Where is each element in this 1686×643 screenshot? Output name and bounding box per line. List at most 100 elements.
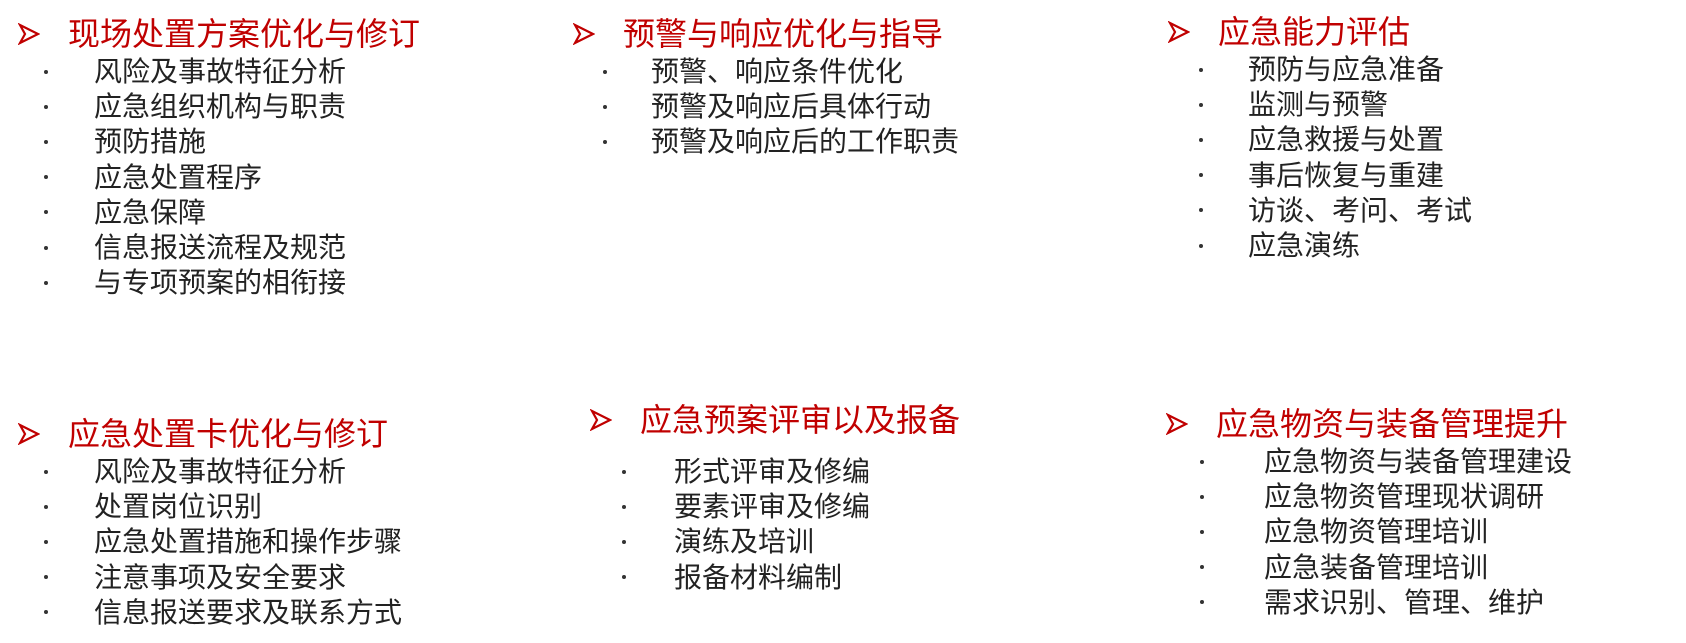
- section-title: 应急处置卡优化与修订: [68, 415, 389, 453]
- list-item-text: 应急演练: [1248, 228, 1361, 262]
- list-item-text: 预警及响应后具体行动: [651, 90, 932, 124]
- list-item: 风险及事故特征分析: [44, 54, 420, 89]
- section-title: 应急能力评估: [1218, 13, 1411, 51]
- section-capability-assessment: 应急能力评估预防与应急准备监测与预警应急救援与处置事后恢复与重建访谈、考问、考试…: [1168, 12, 1472, 263]
- list-item-text: 事后恢复与重建: [1248, 158, 1445, 192]
- bullet-dot-icon: [44, 139, 48, 144]
- bullet-dot-icon: [1200, 600, 1204, 605]
- bullet-dot-icon: [622, 539, 626, 544]
- list-item-text: 信息报送要求及联系方式: [94, 595, 403, 629]
- section-heading: 预警与响应优化与指导: [573, 14, 943, 54]
- list-item: 应急救援与处置: [1199, 122, 1444, 157]
- list-item: 报备材料编制: [622, 560, 960, 595]
- list-item-text: 报备材料编制: [674, 560, 843, 594]
- bullet-list: 风险及事故特征分析应急组织机构与职责预防措施应急处置程序应急保障信息报送流程及规…: [44, 54, 420, 300]
- list-item: 信息报送流程及规范: [44, 230, 420, 265]
- list-item-text: 应急处置措施和操作步骤: [94, 525, 403, 559]
- arrowhead-right-icon: [1166, 413, 1188, 435]
- arrowhead-right-icon: [1168, 21, 1190, 43]
- list-item-text: 注意事项及安全要求: [94, 560, 347, 594]
- section-heading: 应急能力评估: [1168, 12, 1410, 52]
- list-item-text: 应急装备管理培训: [1264, 550, 1489, 584]
- list-item-text: 应急组织机构与职责: [94, 90, 347, 124]
- list-item: 应急保障: [44, 195, 420, 230]
- bullet-dot-icon: [44, 245, 48, 250]
- arrowhead-right-icon: [573, 23, 595, 45]
- bullet-dot-icon: [1199, 208, 1203, 213]
- list-item: 应急物资与装备管理建设: [1200, 444, 1572, 479]
- section-heading: 应急物资与装备管理提升: [1166, 404, 1568, 444]
- list-item: 应急演练: [1199, 228, 1410, 263]
- list-item: 预防措施: [44, 124, 420, 159]
- list-item: 应急装备管理培训: [1200, 550, 1568, 585]
- bullet-dot-icon: [1199, 173, 1203, 178]
- list-item: 预防与应急准备: [1199, 52, 1444, 87]
- list-item: 应急物资管理现状调研: [1200, 479, 1568, 514]
- list-item: 信息报送要求及联系方式: [44, 595, 402, 630]
- list-item-text: 应急保障: [94, 195, 207, 229]
- list-item-text: 预防措施: [94, 125, 207, 159]
- section-disposal-card: 应急处置卡优化与修订风险及事故特征分析处置岗位识别应急处置措施和操作步骤注意事项…: [18, 414, 402, 630]
- bullet-dot-icon: [44, 104, 48, 109]
- section-title: 预警与响应优化与指导: [623, 15, 944, 53]
- arrowhead-right-icon: [590, 409, 612, 431]
- section-heading: 现场处置方案优化与修订: [18, 14, 420, 54]
- list-item-text: 监测与预警: [1248, 88, 1389, 122]
- section-onsite-plan: 现场处置方案优化与修订风险及事故特征分析应急组织机构与职责预防措施应急处置程序应…: [18, 14, 420, 300]
- arrowhead-right-icon: [18, 23, 40, 45]
- list-item-text: 风险及事故特征分析: [94, 455, 347, 488]
- bullet-dot-icon: [1199, 67, 1203, 72]
- list-item: 预警及响应后的工作职责: [603, 124, 959, 159]
- bullet-dot-icon: [603, 139, 607, 144]
- bullet-dot-icon: [44, 469, 48, 474]
- list-item: 需求识别、管理、维护: [1200, 585, 1568, 620]
- bullet-dot-icon: [44, 69, 48, 74]
- bullet-dot-icon: [44, 575, 48, 580]
- bullet-list: 应急物资与装备管理建设应急物资管理现状调研应急物资管理培训应急装备管理培训需求识…: [1200, 444, 1572, 620]
- bullet-dot-icon: [1199, 243, 1203, 248]
- list-item: 风险及事故特征分析: [44, 454, 388, 489]
- list-item: 预警及响应后具体行动: [603, 89, 943, 124]
- list-item: 演练及培训: [622, 524, 960, 559]
- list-item-text: 风险及事故特征分析: [94, 55, 347, 88]
- arrowhead-right-icon: [18, 423, 40, 445]
- section-title: 应急物资与装备管理提升: [1216, 405, 1569, 443]
- section-heading: 应急预案评审以及报备: [590, 400, 960, 440]
- list-item-text: 形式评审及修编: [674, 455, 871, 488]
- list-item: 应急处置程序: [44, 160, 420, 195]
- bullet-dot-icon: [44, 210, 48, 215]
- list-item-text: 与专项预案的相衔接: [94, 266, 347, 300]
- section-title: 现场处置方案优化与修订: [68, 15, 421, 53]
- bullet-dot-icon: [1200, 529, 1204, 534]
- list-item: 事后恢复与重建: [1199, 158, 1444, 193]
- list-item: 应急组织机构与职责: [44, 89, 420, 124]
- bullet-dot-icon: [44, 175, 48, 180]
- bullet-dot-icon: [622, 575, 626, 580]
- list-item-text: 预防与应急准备: [1248, 53, 1445, 86]
- list-item: 预警、响应条件优化: [603, 54, 943, 89]
- list-item-text: 应急物资与装备管理建设: [1264, 445, 1573, 478]
- list-item-text: 应急处置程序: [94, 160, 263, 194]
- bullet-dot-icon: [44, 504, 48, 509]
- list-item: 监测与预警: [1199, 87, 1410, 122]
- list-item-text: 应急物资管理培训: [1264, 515, 1489, 549]
- list-item: 形式评审及修编: [622, 454, 960, 489]
- bullet-dot-icon: [622, 504, 626, 509]
- list-item: 应急物资管理培训: [1200, 514, 1568, 549]
- list-item: 要素评审及修编: [622, 489, 960, 524]
- list-item-text: 需求识别、管理、维护: [1264, 585, 1545, 619]
- list-item-text: 应急物资管理现状调研: [1264, 480, 1545, 514]
- list-item-text: 访谈、考问、考试: [1248, 193, 1473, 227]
- section-heading: 应急处置卡优化与修订: [18, 414, 388, 454]
- bullet-list: 预防与应急准备监测与预警应急救援与处置事后恢复与重建访谈、考问、考试应急演练: [1199, 52, 1472, 263]
- list-item: 处置岗位识别: [44, 489, 388, 524]
- bullet-dot-icon: [603, 69, 607, 74]
- list-item: 访谈、考问、考试: [1199, 193, 1472, 228]
- list-item: 与专项预案的相衔接: [44, 265, 420, 300]
- bullet-dot-icon: [622, 469, 626, 474]
- list-item-text: 应急救援与处置: [1248, 123, 1445, 157]
- bullet-list: 形式评审及修编要素评审及修编演练及培训报备材料编制: [622, 454, 960, 595]
- list-item-text: 要素评审及修编: [674, 490, 871, 524]
- bullet-dot-icon: [44, 610, 48, 615]
- bullet-dot-icon: [1199, 137, 1203, 142]
